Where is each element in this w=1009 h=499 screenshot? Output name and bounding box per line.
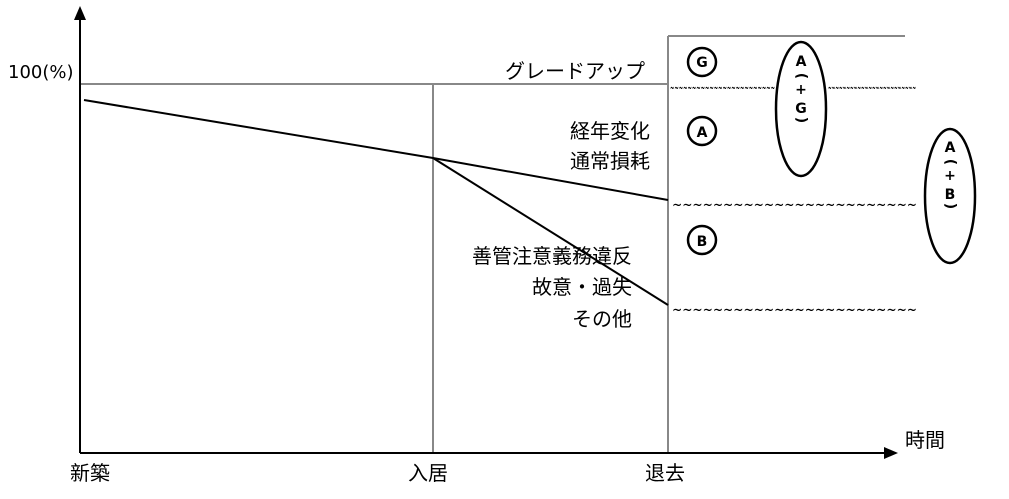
circle-g: G (686, 46, 718, 78)
x-axis-arrow (884, 447, 898, 459)
svg-text:B: B (697, 234, 708, 250)
x-tick-new-build: 新築 (70, 461, 110, 485)
ellipse-a-plus-b: A ( + B ) (923, 127, 977, 265)
svg-text:): ) (793, 117, 809, 123)
svg-text:+: + (944, 168, 956, 184)
svg-text:A: A (945, 140, 956, 156)
svg-text:G: G (696, 55, 708, 71)
upgrade-label: グレードアップ (505, 59, 645, 83)
svg-text:(: ( (942, 159, 958, 165)
x-tick-move-in: 入居 (408, 461, 448, 485)
wave-line-breach: ~~~~~~~~~~~~~~~~~~~~~~~~ (672, 300, 917, 319)
svg-text:A: A (796, 54, 807, 70)
aging-label-2: 通常損耗 (570, 149, 650, 173)
svg-text:(: ( (793, 73, 809, 79)
breach-label-3: その他 (572, 307, 632, 331)
breach-line (432, 157, 669, 306)
wave-line-upgrade-right: ~~~~~~~~~~~~~~~~~~~~~~~~ (828, 78, 916, 97)
hundred-percent-label: 100(%) (8, 62, 74, 83)
breach-label-2: 故意・過失 (532, 275, 632, 299)
ellipse-a-plus-g: A ( + G ) (774, 40, 828, 178)
circle-b: B (686, 224, 718, 256)
circle-a: A (686, 115, 718, 147)
aging-label-1: 経年変化 (570, 119, 650, 143)
breach-label-1: 善管注意義務違反 (472, 244, 632, 268)
svg-text:): ) (942, 203, 958, 209)
svg-text:B: B (945, 187, 956, 203)
x-axis-label: 時間 (905, 428, 945, 452)
x-tick-move-out: 退去 (645, 461, 685, 485)
svg-text:A: A (697, 125, 708, 141)
svg-text:G: G (795, 101, 807, 117)
wave-line-aging: ~~~~~~~~~~~~~~~~~~~~~~~~ (672, 195, 917, 214)
svg-text:+: + (795, 82, 807, 98)
y-axis-arrow (74, 6, 86, 20)
wave-line-upgrade-left: ~~~~~~~~~~~~~~~~~~~~~~~~ (670, 78, 775, 97)
